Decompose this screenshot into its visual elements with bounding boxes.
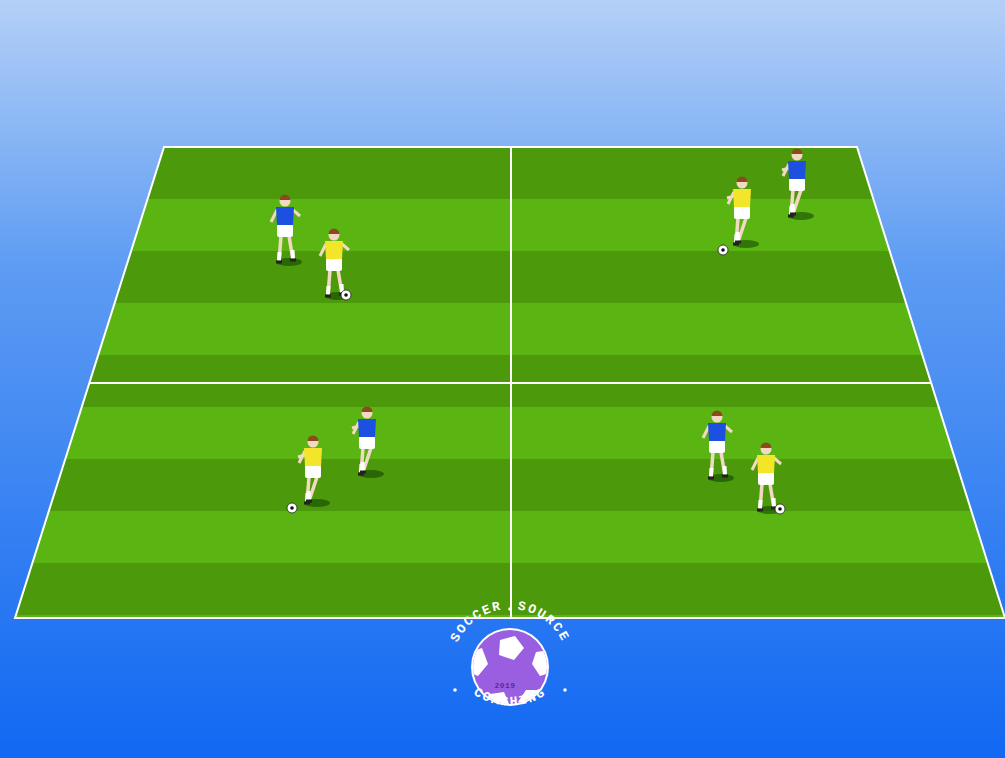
logo-dot bbox=[508, 607, 512, 611]
player-figure bbox=[752, 443, 783, 515]
players bbox=[271, 149, 814, 515]
logo-year: 2019 bbox=[494, 681, 515, 690]
soccer-ball bbox=[775, 504, 785, 514]
pitch-stripe bbox=[0, 251, 1005, 303]
player-figure bbox=[352, 407, 384, 478]
logo-dot bbox=[453, 688, 457, 692]
pitch-stripe bbox=[0, 563, 1005, 615]
pitch bbox=[0, 147, 1005, 667]
soccer-ball bbox=[341, 290, 351, 300]
player-figure bbox=[271, 195, 302, 267]
soccer-ball bbox=[287, 503, 297, 513]
pitch-stripe bbox=[0, 407, 1005, 459]
pitch-stripe bbox=[0, 511, 1005, 563]
pitch-stripe bbox=[0, 303, 1005, 355]
pitch-stripe bbox=[0, 459, 1005, 511]
player-figure bbox=[703, 411, 734, 482]
player-figure bbox=[298, 436, 330, 507]
player-figure bbox=[320, 229, 351, 301]
pitch-stripe bbox=[0, 355, 1005, 407]
player-figure bbox=[727, 177, 759, 248]
logo-text: SOURCE bbox=[516, 598, 572, 644]
logo-dot bbox=[563, 688, 567, 692]
logo-text: SOCCER bbox=[447, 598, 503, 644]
soccer-ball bbox=[718, 245, 728, 255]
pitch-boundary bbox=[15, 147, 1005, 618]
logo-ball-patches bbox=[468, 636, 552, 712]
pitch-stripe bbox=[0, 199, 1005, 251]
player-figure bbox=[782, 149, 814, 221]
pitch-line bbox=[89, 382, 932, 384]
